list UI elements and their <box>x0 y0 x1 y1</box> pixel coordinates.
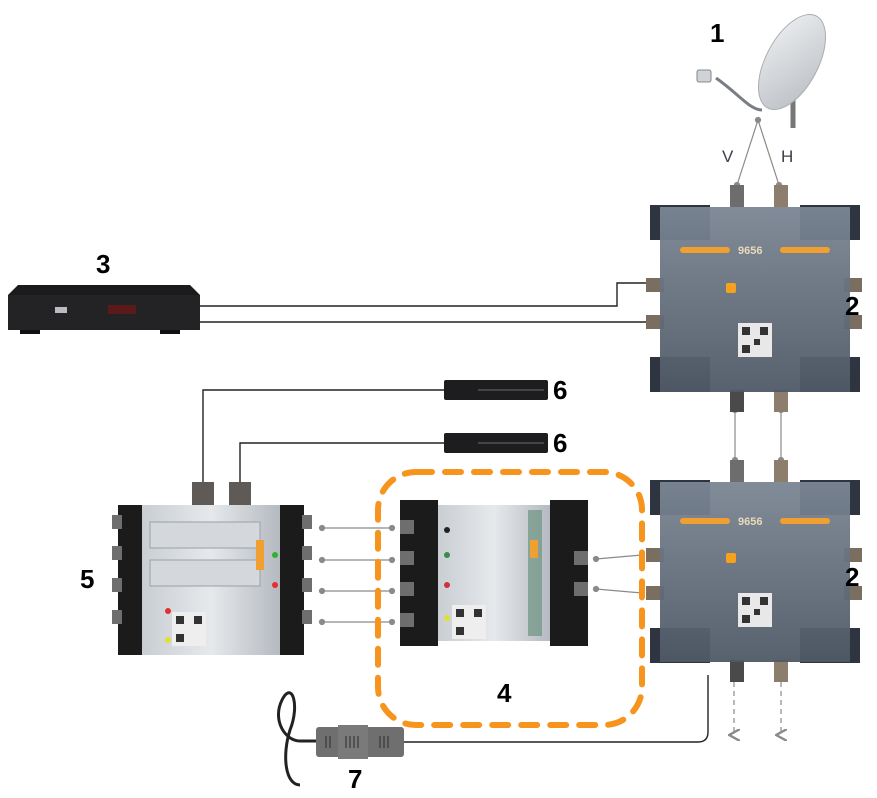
usb-port-icon <box>55 307 67 313</box>
cable-switch-to-receiver-b <box>239 442 444 490</box>
cables <box>198 282 709 787</box>
module-highlight-border <box>375 469 645 728</box>
unicable-switch <box>112 482 312 655</box>
label-receiver-b: 6 <box>553 428 567 458</box>
label-dish: 1 <box>710 18 724 48</box>
cable-receiver-to-multiswitch-1 <box>198 282 650 307</box>
label-horizontal: H <box>781 147 793 166</box>
multiswitch-module <box>400 500 588 646</box>
display-icon <box>108 305 136 314</box>
label-power-supply: 7 <box>348 764 362 794</box>
satellite-receiver <box>8 285 200 334</box>
cable-switch-to-receiver-a <box>202 389 444 490</box>
receiver-b <box>444 433 548 453</box>
power-supply <box>316 725 404 759</box>
label-receiver-a: 6 <box>553 375 567 405</box>
label-vertical: V <box>722 147 734 166</box>
model-number: 9656 <box>738 245 762 257</box>
multiswitch-body: 9656 <box>646 185 862 412</box>
dish-arm <box>715 76 763 112</box>
psu-cord <box>276 691 318 787</box>
dish-reflector <box>757 13 827 111</box>
label-multiswitch-bottom: 2 <box>845 562 859 592</box>
cable-power-supply <box>402 675 709 743</box>
multiswitch-body: 9656 <box>646 460 862 682</box>
label-unicable-switch: 5 <box>80 564 94 594</box>
label-multiswitch-top: 2 <box>845 291 859 321</box>
receiver-a <box>444 380 548 400</box>
multiswitch-top: 9656 <box>646 185 862 412</box>
multiswitch-bottom: 9656 <box>646 460 862 682</box>
satellite-dish <box>696 13 827 128</box>
label-receiver-main: 3 <box>96 249 110 279</box>
lnb-icon <box>696 69 712 83</box>
label-module: 4 <box>497 678 512 708</box>
model-number: 9656 <box>738 516 762 528</box>
